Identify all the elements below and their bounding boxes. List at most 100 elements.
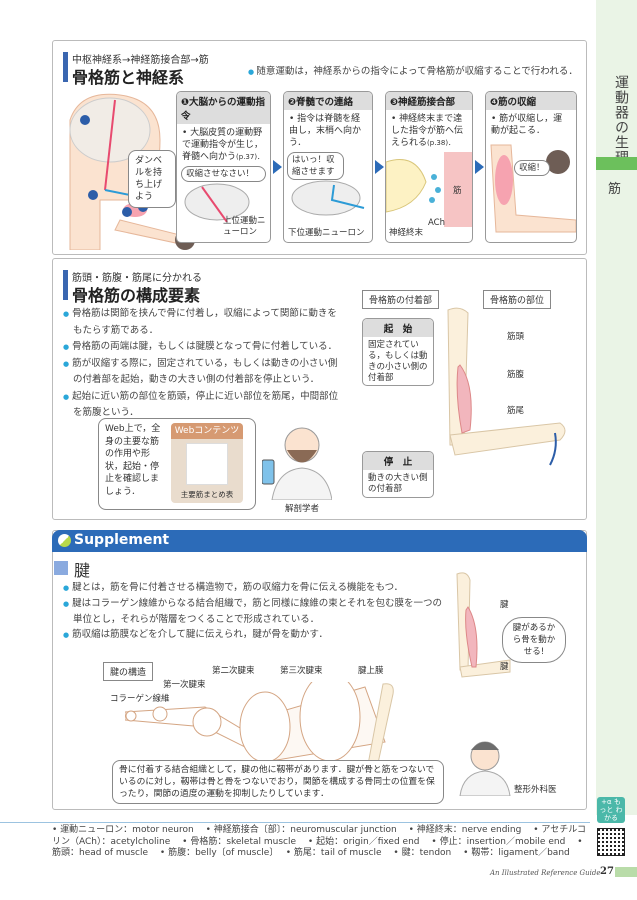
glossary-item: • 靱帯：ligament／band: [463, 848, 570, 858]
brain-section-illustration: [184, 183, 250, 223]
label-primary-bundle: 第一次腱束: [163, 680, 206, 690]
section-label: 筋: [608, 182, 622, 197]
orthopedist-label: 整形外科医: [514, 785, 557, 795]
flow-arrow: [475, 160, 484, 174]
panel-label: 上位運動ニューロン: [223, 216, 266, 237]
label-tendon-bottom: 腱: [500, 662, 509, 672]
glossary-divider: [0, 822, 590, 823]
glossary-item: • 筋頭：head of muscle: [52, 836, 583, 859]
qr-caption: 主要筋まとめ表: [180, 490, 234, 499]
glossary-item: • 筋腹：belly〔of muscle〕: [159, 848, 274, 858]
panel-callout: 収縮させなさい！: [181, 166, 266, 182]
panel-label: 神経終末: [389, 228, 424, 238]
panel-nmj: ❸神経筋接合部 • 神経終末まで達した指令が筋へ伝えられる(p.38)． 筋 A…: [385, 91, 473, 243]
qr-code[interactable]: [186, 443, 228, 485]
web-content-card[interactable]: Webコンテンツ 主要筋まとめ表: [171, 423, 243, 503]
section-kicker: 筋頭・筋腹・筋尾に分かれる: [72, 273, 202, 284]
marker-1: [80, 115, 90, 125]
label-muscle-belly: 筋腹: [507, 370, 525, 380]
supplement-label: Supplement: [74, 532, 170, 548]
supplement-icon: [58, 534, 71, 547]
web-speech: Web上で，全身の主要な筋の作用や形状，起始・停止を確認しましょう．: [105, 424, 161, 497]
bullet-item: 腱とは，筋を骨に付着させる構造物で，筋の収縮力を骨に伝える機能をもつ．: [63, 580, 451, 596]
marker-2: [88, 190, 98, 200]
label-epitendineum: 腱上膜: [358, 666, 384, 676]
flow-arrow: [375, 160, 384, 174]
section-kicker: 中枢神経系→神経筋接合部→筋: [72, 55, 209, 66]
panel-callout: 収縮！: [514, 160, 550, 176]
elbow-bone-illustration: [447, 307, 566, 466]
bullet-item: 筋収縮は筋膜などを介して腱に伝えられ，腱が骨を動かす．: [63, 627, 451, 643]
bullet-item: 骨格筋の両端は腱，もしくは腱膜となって骨に付着している．: [63, 339, 343, 356]
more-info-badge[interactable]: +α もっと わかる: [597, 797, 625, 823]
orthopedist-illustration: [459, 741, 511, 796]
tendon-bullets: 腱とは，筋を骨に付着させる構造物で，筋の収縮力を骨に伝える機能をもつ． 腱はコラ…: [63, 580, 451, 643]
chapter-sidebar: [596, 0, 637, 815]
glossary-item: • 起始：origin／fixed end: [307, 836, 420, 847]
glossary-item: • 神経筋接合〔部〕：neuromuscular junction: [205, 825, 397, 835]
panel-label-muscle: 筋: [453, 186, 462, 196]
glossary-item: • 停止：insertion／mobile end: [431, 836, 566, 847]
tendon-title: 腱: [74, 561, 91, 580]
supplement-header: Supplement: [52, 530, 587, 552]
heading-bar: [63, 270, 68, 300]
more-info-qr-code[interactable]: [597, 828, 625, 856]
glossary-item: • アセチルコリン（ACh）：acetylcholine: [52, 825, 587, 847]
glossary-item: • 筋尾：tail of muscle: [285, 848, 382, 858]
tendon-speech-bubble: 腱があるから骨を動かせる!: [502, 617, 566, 663]
section-title: 骨格筋の構成要素: [72, 286, 201, 305]
panel-label-ach: ACh: [428, 218, 445, 228]
insertion-text: 動きの大きい側の付着部: [368, 473, 428, 494]
synapse-illustration: [386, 152, 472, 227]
tendon-structure-tag: 腱の構造: [103, 662, 154, 681]
panel-cerebrum: ❶大脳からの運動指令 • 大脳皮質の運動野で運動指令が生じ，脊髄へ向かう(p.3…: [176, 91, 271, 243]
glossary-item: • 運動ニューロン：motor neuron: [52, 825, 194, 835]
label-muscle-head: 筋頭: [507, 332, 525, 342]
web-badge: Webコンテンツ: [171, 423, 243, 439]
section-title: 骨格筋と神経系: [72, 68, 185, 87]
tendon-heading-marker: [54, 561, 68, 575]
page-tab: [615, 867, 637, 877]
panel-spinal-cord: ❷脊髄での連絡 • 指令は脊髄を経由し，末梢へ向かう． はいっ！収縮させます 下…: [283, 91, 373, 243]
panel-title: ❹筋の収縮: [486, 92, 576, 110]
label-secondary-bundle: 第二次腱束: [212, 666, 255, 676]
arm-curl-illustration: [490, 144, 576, 233]
label-tertiary-bundle: 第三次腱束: [280, 666, 323, 676]
bullet-item: 腱はコラーゲン線維からなる結合組織で，筋と同様に線維の束とそれを包む膜を一つの単…: [63, 596, 451, 627]
origin-title: 起 始: [363, 319, 433, 337]
anatomist-illustration: [262, 427, 332, 500]
bullet-item: 骨格筋は関節を挟んで骨に付着し，収縮によって関節に動きをもたらす筋である．: [63, 306, 343, 339]
origin-box: 起 始 固定されている，もしくは動きの小さい側の付着部: [362, 318, 434, 386]
bullet-item: 起始に近い筋の部位を筋頭，停止に近い部位を筋尾，中間部位を筋腹という．: [63, 389, 343, 422]
ligament-note: 骨に付着する結合組織として，腱の他に靱帯があります．腱が骨と筋をつないでいるのに…: [112, 760, 444, 804]
tag-parts: 骨格筋の部位: [483, 290, 552, 309]
glossary-item: • 腱：tendon: [393, 848, 452, 858]
book-title: An Illustrated Reference Guide: [490, 869, 601, 877]
section-marker: [596, 157, 637, 170]
components-bullets: 骨格筋は関節を挟んで骨に付着し，収縮によって関節に動きをもたらす筋である． 骨格…: [63, 306, 343, 422]
speech-bubble-dumbbell: ダンベルを持ち上げよう: [128, 150, 176, 208]
panel-title: ❸神経筋接合部: [386, 92, 472, 110]
panel-text: • 筋が収縮し，運動が起こる．: [491, 114, 563, 136]
glossary-item: • 骨格筋：skeletal muscle: [182, 836, 297, 847]
body-illustration: [69, 93, 195, 250]
chapter-title: 運動器の生理: [613, 75, 629, 165]
page-number: 27: [600, 866, 614, 877]
insertion-box: 停 止 動きの大きい側の付着部: [362, 451, 434, 498]
panel-text: • 指令は脊髄を経由し，末梢へ向かう．: [289, 114, 362, 148]
bullet-item: 筋が収縮する際に，固定されている，もしくは動きの小さい側の付着部を起始，動きの大…: [63, 356, 343, 389]
label-collagen: コラーゲン線維: [110, 694, 170, 704]
heading-bar: [63, 52, 68, 82]
label-tendon-top: 腱: [500, 600, 509, 610]
tag-attachment: 骨格筋の付着部: [362, 290, 440, 309]
panel-label: 下位運動ニューロン: [288, 228, 365, 238]
insertion-title: 停 止: [363, 452, 433, 470]
panel-title: ❷脊髄での連絡: [284, 92, 372, 110]
glossary: • 運動ニューロン：motor neuron • 神経筋接合〔部〕：neurom…: [52, 825, 592, 860]
panel-text: • 大脳皮質の運動野で運動指令が生じ，脊髄へ向かう(p.37)．: [182, 128, 265, 162]
panel-callout: はいっ！収縮させます: [287, 152, 344, 180]
anatomist-label: 解剖学者: [285, 504, 320, 514]
panel-text: • 神経終末まで達した指令が筋へ伝えられる(p.38)．: [391, 114, 464, 148]
marker-3: [122, 207, 132, 217]
lead-text: ● 随意運動は，神経系からの指令によって骨格筋が収縮することで行われる．: [248, 66, 578, 77]
